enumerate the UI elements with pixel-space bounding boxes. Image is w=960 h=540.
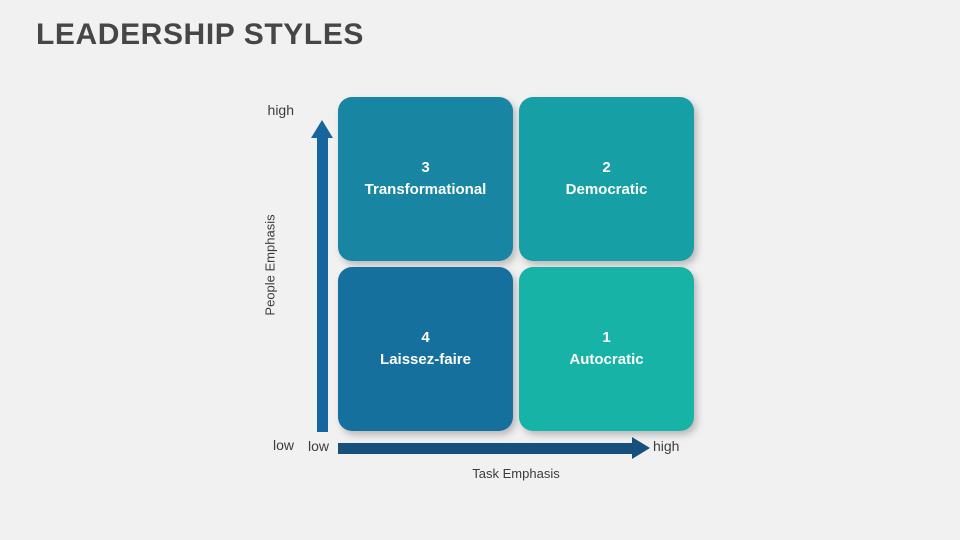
quadrant-label: Laissez-faire [380, 351, 471, 368]
y-axis-low-label: low [272, 437, 294, 453]
quadrant-number: 3 [421, 159, 430, 177]
x-axis-title: Task Emphasis [472, 466, 560, 481]
quadrant-number: 1 [602, 329, 611, 347]
quadrant-autocratic[interactable]: 1 Autocratic [519, 267, 694, 431]
leadership-matrix: 3 Transformational 2 Democratic 4 Laisse… [338, 97, 694, 431]
quadrant-laissez-faire[interactable]: 4 Laissez-faire [338, 267, 513, 431]
y-axis-arrow-shaft [317, 136, 328, 432]
x-axis-high-label: high [653, 438, 680, 454]
quadrant-label: Democratic [565, 181, 648, 198]
y-axis-high-label: high [267, 102, 294, 118]
quadrant-democratic[interactable]: 2 Democratic [519, 97, 694, 261]
quadrant-number: 2 [602, 159, 611, 177]
x-axis-arrowhead-icon [632, 437, 650, 459]
y-axis-title: People Emphasis [262, 214, 278, 316]
quadrant-label: Transformational [364, 181, 487, 198]
x-axis-arrow-icon [338, 437, 650, 459]
quadrant-transformational[interactable]: 3 Transformational [338, 97, 513, 261]
y-axis-arrowhead-icon [311, 120, 333, 138]
quadrant-number: 4 [421, 329, 430, 347]
y-axis-arrow-icon [311, 120, 333, 432]
page-title: LEADERSHIP STYLES [36, 18, 365, 51]
x-axis-low-label: low [307, 438, 329, 454]
x-axis-arrow-shaft [338, 443, 634, 454]
quadrant-label: Autocratic [569, 351, 644, 368]
